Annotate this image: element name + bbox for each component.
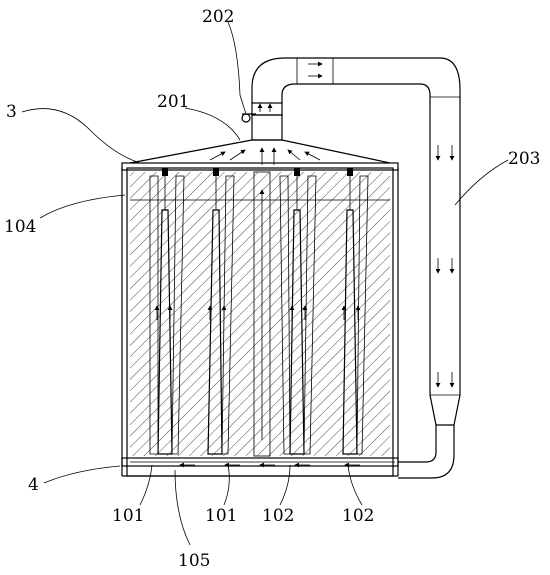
bottom-channel: [130, 461, 395, 468]
tube-102-left: [289, 209, 305, 455]
tube-101-right: [207, 209, 223, 455]
tube-channels: [149, 171, 369, 457]
top-flange: [121, 162, 399, 171]
internal-flow-arrows: [154, 189, 361, 440]
part-labels: 202 201 3 203 104 4 101 101 102 102 105: [4, 7, 540, 571]
label-101-b: 101: [205, 506, 237, 526]
central-channel: [253, 171, 271, 457]
label-102-b: 102: [342, 506, 374, 526]
filter-media: [130, 172, 390, 456]
tube-102-right: [342, 209, 358, 455]
label-202: 202: [202, 7, 234, 27]
label-104: 104: [4, 217, 36, 237]
label-101-a: 101: [112, 506, 144, 526]
label-3: 3: [6, 102, 17, 122]
label-4: 4: [28, 475, 39, 495]
top-nozzles: [162, 168, 353, 210]
leader-lines: [21, 21, 509, 546]
label-201: 201: [157, 92, 189, 112]
label-105: 105: [178, 551, 210, 571]
hood-neck: [251, 114, 283, 141]
return-duct: [251, 57, 461, 479]
label-203: 203: [508, 149, 540, 169]
top-hood: [129, 114, 391, 165]
label-102-a: 102: [262, 506, 294, 526]
tube-101-left: [157, 209, 173, 455]
valve: [241, 102, 283, 123]
